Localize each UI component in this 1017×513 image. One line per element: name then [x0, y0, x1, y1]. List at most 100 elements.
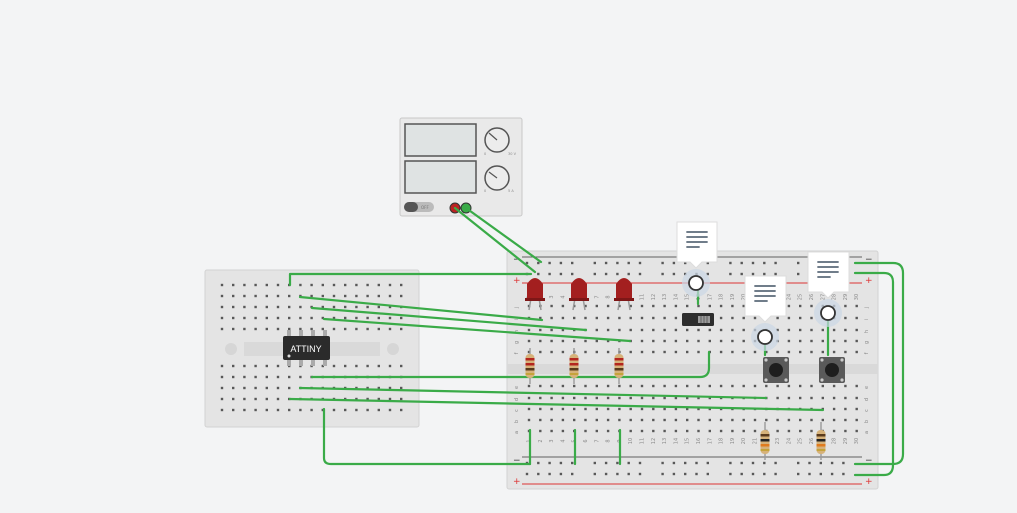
breadboard-hole[interactable]: [355, 364, 358, 368]
breadboard-hole[interactable]: [388, 316, 392, 320]
breadboard-hole[interactable]: [844, 396, 847, 400]
breadboard-hole[interactable]: [776, 418, 779, 422]
breadboard-hole[interactable]: [787, 350, 791, 354]
breadboard-hole[interactable]: [844, 350, 847, 354]
breadboard-hole[interactable]: [708, 384, 711, 388]
breadboard-hole[interactable]: [310, 316, 313, 320]
led[interactable]: [525, 278, 545, 311]
breadboard-hole[interactable]: [731, 429, 734, 433]
breadboard-hole[interactable]: [844, 328, 847, 332]
breadboard-hole[interactable]: [310, 294, 313, 298]
breadboard-hole[interactable]: [686, 350, 689, 354]
breadboard-hole[interactable]: [695, 461, 698, 465]
breadboard-hole[interactable]: [571, 272, 574, 276]
breadboard-hole[interactable]: [855, 316, 858, 320]
breadboard-hole[interactable]: [265, 364, 268, 368]
breadboard-hole[interactable]: [288, 386, 291, 390]
breadboard-hole[interactable]: [344, 283, 347, 287]
breadboard-hole[interactable]: [629, 328, 632, 332]
breadboard-hole[interactable]: [550, 384, 553, 388]
breadboard-hole[interactable]: [799, 384, 802, 388]
breadboard-hole[interactable]: [550, 407, 553, 411]
breadboard-hole[interactable]: [821, 384, 824, 388]
breadboard-hole[interactable]: [674, 418, 678, 422]
breadboard-hole[interactable]: [729, 472, 732, 476]
breadboard-hole[interactable]: [799, 316, 802, 320]
breadboard-hole[interactable]: [832, 418, 836, 422]
breadboard-hole[interactable]: [706, 461, 709, 465]
breadboard-hole[interactable]: [548, 472, 551, 476]
breadboard-hole[interactable]: [310, 283, 313, 287]
breadboard-hole[interactable]: [584, 429, 587, 433]
breadboard-hole[interactable]: [595, 396, 598, 400]
breadboard-hole[interactable]: [855, 429, 858, 433]
breadboard-hole[interactable]: [776, 396, 779, 400]
breadboard-hole[interactable]: [321, 327, 324, 331]
breadboard-hole[interactable]: [674, 396, 678, 400]
breadboard-hole[interactable]: [355, 327, 358, 331]
breadboard-hole[interactable]: [561, 339, 565, 343]
breadboard-hole[interactable]: [561, 429, 565, 433]
breadboard-hole[interactable]: [810, 418, 813, 422]
breadboard-hole[interactable]: [321, 316, 324, 320]
breadboard-hole[interactable]: [355, 305, 358, 309]
breadboard-hole[interactable]: [366, 327, 369, 331]
breadboard-hole[interactable]: [366, 386, 369, 390]
breadboard-hole[interactable]: [537, 461, 540, 465]
breadboard-hole[interactable]: [400, 364, 403, 368]
breadboard-hole[interactable]: [377, 283, 380, 287]
breadboard-hole[interactable]: [797, 272, 800, 276]
breadboard-hole[interactable]: [810, 316, 813, 320]
breadboard-hole[interactable]: [787, 429, 791, 433]
breadboard-hole[interactable]: [593, 272, 596, 276]
breadboard-hole[interactable]: [855, 339, 858, 343]
breadboard-hole[interactable]: [539, 407, 542, 411]
breadboard-hole[interactable]: [299, 283, 302, 287]
breadboard-hole[interactable]: [652, 339, 655, 343]
breadboard-hole[interactable]: [661, 472, 664, 476]
slide-switch[interactable]: [682, 313, 714, 326]
breadboard-hole[interactable]: [799, 418, 802, 422]
breadboard-hole[interactable]: [539, 316, 542, 320]
breadboard-hole[interactable]: [753, 429, 757, 433]
breadboard-hole[interactable]: [344, 327, 347, 331]
breadboard-hole[interactable]: [265, 294, 268, 298]
breadboard-hole[interactable]: [821, 418, 824, 422]
breadboard-hole[interactable]: [571, 261, 574, 265]
breadboard-hole[interactable]: [606, 384, 610, 388]
breadboard-hole[interactable]: [276, 316, 280, 320]
breadboard-hole[interactable]: [731, 304, 734, 308]
breadboard-hole[interactable]: [819, 472, 822, 476]
breadboard-hole[interactable]: [674, 407, 678, 411]
breadboard-hole[interactable]: [400, 397, 403, 401]
breadboard-hole[interactable]: [388, 305, 392, 309]
breadboard-hole[interactable]: [561, 396, 565, 400]
breadboard-hole[interactable]: [377, 386, 380, 390]
breadboard-hole[interactable]: [697, 350, 700, 354]
breadboard-hole[interactable]: [652, 396, 655, 400]
breadboard-hole[interactable]: [855, 407, 858, 411]
breadboard-hole[interactable]: [559, 472, 563, 476]
breadboard-hole[interactable]: [321, 364, 324, 368]
breadboard-hole[interactable]: [232, 283, 235, 287]
breadboard-hole[interactable]: [729, 461, 732, 465]
breadboard-hole[interactable]: [527, 350, 531, 354]
breadboard-hole[interactable]: [640, 384, 644, 388]
breadboard-hole[interactable]: [674, 304, 678, 308]
breadboard-hole[interactable]: [550, 429, 553, 433]
breadboard-hole[interactable]: [377, 316, 380, 320]
breadboard-hole[interactable]: [344, 316, 347, 320]
breadboard-hole[interactable]: [832, 384, 836, 388]
breadboard-hole[interactable]: [842, 461, 845, 465]
breadboard-hole[interactable]: [638, 272, 642, 276]
breadboard-hole[interactable]: [310, 408, 313, 412]
breadboard-hole[interactable]: [220, 364, 224, 368]
breadboard-hole[interactable]: [799, 396, 802, 400]
breadboard-hole[interactable]: [584, 339, 587, 343]
breadboard-hole[interactable]: [232, 364, 235, 368]
breadboard-hole[interactable]: [606, 418, 610, 422]
resistor[interactable]: [525, 348, 535, 384]
breadboard-hole[interactable]: [584, 384, 587, 388]
breadboard-hole[interactable]: [776, 316, 779, 320]
